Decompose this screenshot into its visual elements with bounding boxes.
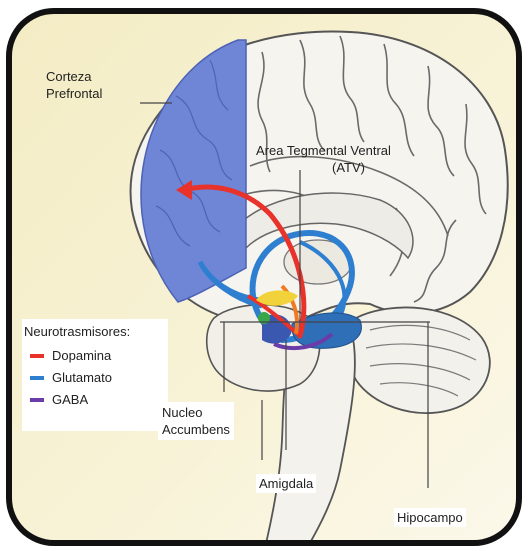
legend: Neurotrasmisores: Dopamina Glutamato GAB… bbox=[22, 319, 168, 431]
label-atv-line2: (ATV) bbox=[256, 159, 391, 176]
label-nucleo-line2: Accumbens bbox=[162, 421, 230, 438]
dopamina-swatch-icon bbox=[30, 354, 44, 358]
gaba-swatch-icon bbox=[30, 398, 44, 402]
label-atv: Area Tegmental Ventral (ATV) bbox=[256, 142, 391, 176]
label-hipocampo: Hipocampo bbox=[394, 508, 466, 527]
legend-item-glutamato: Glutamato bbox=[30, 369, 112, 386]
label-corteza-line1: Corteza bbox=[46, 68, 102, 85]
label-nucleo-accumbens: Nucleo Accumbens bbox=[158, 402, 234, 440]
legend-item-gaba: GABA bbox=[30, 391, 88, 408]
label-corteza-line2: Prefrontal bbox=[46, 85, 102, 102]
legend-item-dopamina: Dopamina bbox=[30, 347, 111, 364]
label-atv-line1: Area Tegmental Ventral bbox=[256, 142, 391, 159]
label-corteza-prefrontal: Corteza Prefrontal bbox=[46, 68, 102, 102]
label-amigdala: Amigdala bbox=[256, 474, 316, 493]
label-nucleo-line1: Nucleo bbox=[162, 404, 230, 421]
legend-title: Neurotrasmisores: bbox=[24, 323, 130, 340]
glutamato-swatch-icon bbox=[30, 376, 44, 380]
